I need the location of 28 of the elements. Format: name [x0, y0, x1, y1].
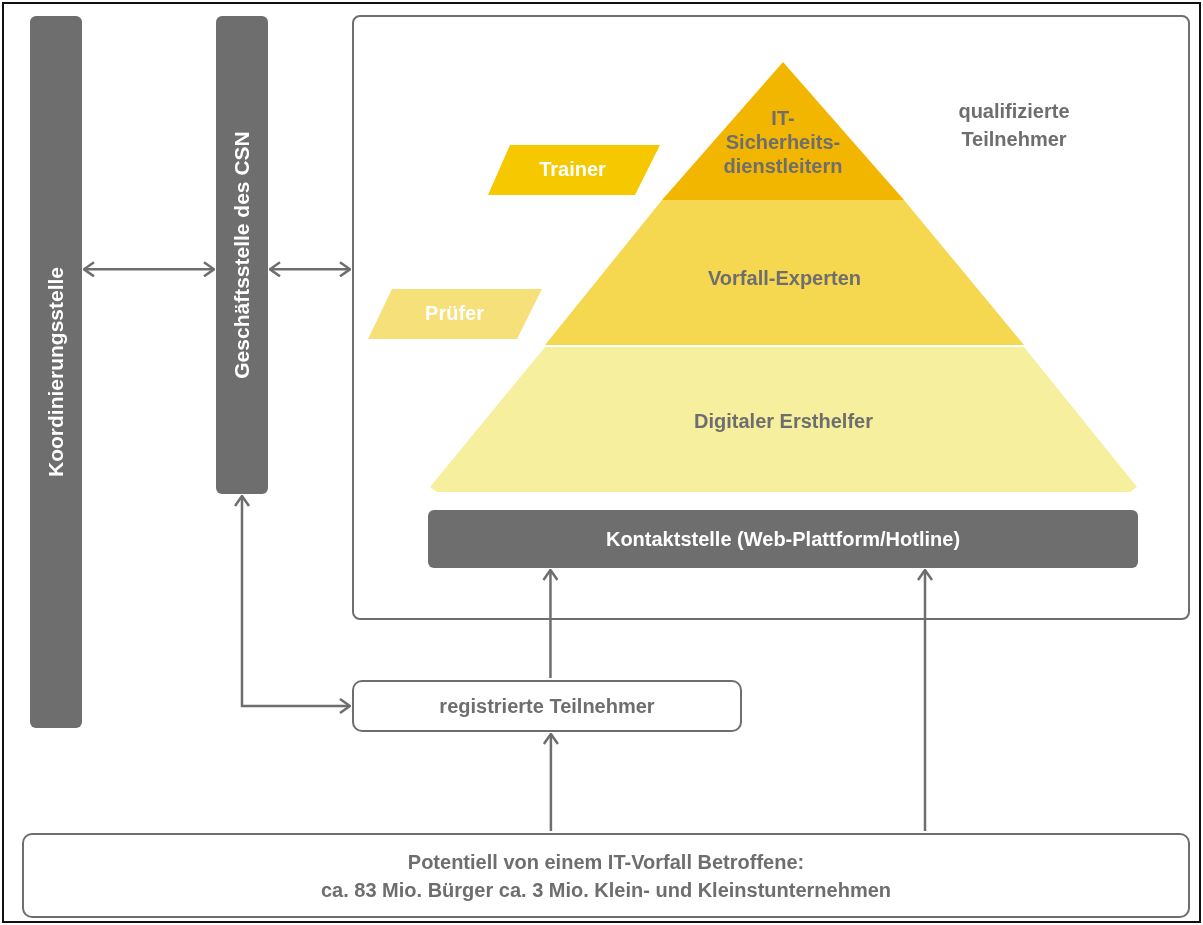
group-frame	[352, 15, 1190, 620]
tag-label: Prüfer	[424, 301, 485, 325]
box-label: ca. 83 Mio. Bürger ca. 3 Mio. Klein- und Kleinstunternehmen	[320, 877, 892, 903]
contact-bar	[428, 510, 1138, 568]
arrow	[542, 568, 559, 678]
group-box	[22, 833, 1190, 918]
pyramid-tier	[545, 200, 1024, 345]
box-label: registrierte Teilnehmer	[439, 694, 655, 719]
arrow	[542, 732, 560, 831]
process-box	[352, 680, 742, 732]
box-label: Kontaktstelle (Web-Plattform/Hotline)	[605, 527, 961, 552]
box-label: Potentiell von einem IT-Vorfall Betroffene:	[407, 849, 805, 875]
group-title: qualifizierte Teilnehmer	[957, 99, 1071, 152]
arrow	[82, 261, 216, 278]
vertical-label: Koordinierungsstelle	[44, 267, 68, 477]
tag-label: Trainer	[538, 157, 607, 181]
vertical-bar	[216, 16, 268, 494]
vertical-label: Geschäftsstelle des CSN	[230, 131, 254, 379]
pyramid-tier	[430, 347, 1137, 492]
tier-label: IT- Sicherheits- dienstleitern	[722, 106, 844, 178]
arrow	[268, 261, 352, 278]
vertical-bar	[30, 16, 82, 728]
arrow	[233, 494, 352, 715]
role-tag	[368, 289, 542, 339]
tier-label: Digitaler Ersthelfer	[693, 409, 874, 433]
arrow	[916, 568, 934, 831]
tier-label: Vorfall-Experten	[707, 266, 862, 290]
role-tag	[488, 145, 660, 195]
